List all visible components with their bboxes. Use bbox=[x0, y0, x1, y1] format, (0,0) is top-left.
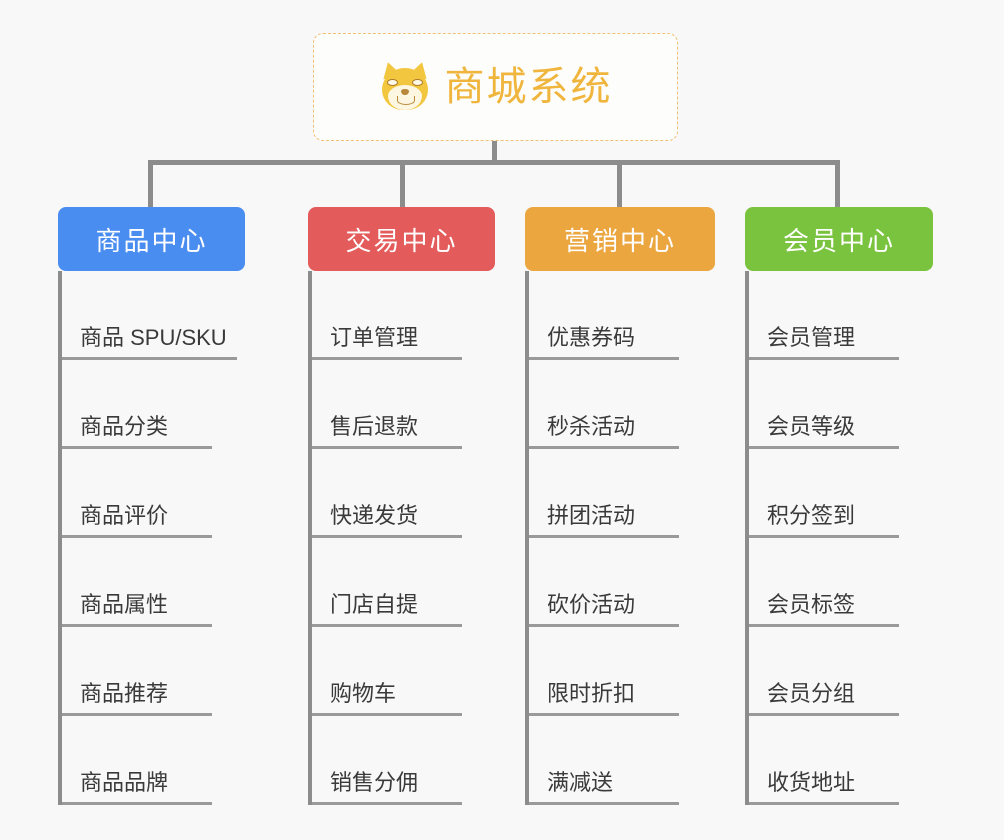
list-item[interactable]: 商品属性 bbox=[62, 538, 288, 627]
leaf-label: 门店自提 bbox=[312, 592, 462, 627]
branch-column-marketing: 营销中心 优惠券码 秒杀活动 拼团活动 砍价活动 限时折扣 满减送 bbox=[525, 207, 755, 805]
leaf-list-marketing: 优惠券码 秒杀活动 拼团活动 砍价活动 限时折扣 满减送 bbox=[525, 271, 755, 805]
leaf-label: 会员分组 bbox=[749, 681, 899, 716]
leaf-label: 秒杀活动 bbox=[529, 414, 679, 449]
list-item[interactable]: 积分签到 bbox=[749, 449, 975, 538]
branch-column-product: 商品中心 商品 SPU/SKU 商品分类 商品评价 商品属性 商品推荐 商品品牌 bbox=[58, 207, 288, 805]
root-node-mall-system[interactable]: 商城系统 bbox=[313, 33, 678, 141]
list-item[interactable]: 商品 SPU/SKU bbox=[62, 271, 288, 360]
leaf-label: 优惠券码 bbox=[529, 325, 679, 360]
list-item[interactable]: 限时折扣 bbox=[529, 627, 755, 716]
list-item[interactable]: 商品分类 bbox=[62, 360, 288, 449]
list-item[interactable]: 满减送 bbox=[529, 716, 755, 805]
leaf-label: 积分签到 bbox=[749, 503, 899, 538]
list-item[interactable]: 销售分佣 bbox=[312, 716, 538, 805]
list-item[interactable]: 商品推荐 bbox=[62, 627, 288, 716]
leaf-label: 商品属性 bbox=[62, 592, 212, 627]
category-header-trade[interactable]: 交易中心 bbox=[308, 207, 495, 271]
leaf-label: 会员标签 bbox=[749, 592, 899, 627]
list-item[interactable]: 购物车 bbox=[312, 627, 538, 716]
list-item[interactable]: 商品评价 bbox=[62, 449, 288, 538]
list-item[interactable]: 订单管理 bbox=[312, 271, 538, 360]
list-item[interactable]: 会员等级 bbox=[749, 360, 975, 449]
shiba-dog-face-icon bbox=[378, 59, 431, 113]
branch-column-member: 会员中心 会员管理 会员等级 积分签到 会员标签 会员分组 收货地址 bbox=[745, 207, 975, 805]
leaf-list-product: 商品 SPU/SKU 商品分类 商品评价 商品属性 商品推荐 商品品牌 bbox=[58, 271, 288, 805]
branch-column-trade: 交易中心 订单管理 售后退款 快递发货 门店自提 购物车 销售分佣 bbox=[308, 207, 538, 805]
list-item[interactable]: 收货地址 bbox=[749, 716, 975, 805]
leaf-list-member: 会员管理 会员等级 积分签到 会员标签 会员分组 收货地址 bbox=[745, 271, 975, 805]
leaf-label: 订单管理 bbox=[312, 325, 462, 360]
leaf-label: 商品评价 bbox=[62, 503, 212, 538]
leaf-label: 砍价活动 bbox=[529, 592, 679, 627]
list-item[interactable]: 售后退款 bbox=[312, 360, 538, 449]
leaf-label: 满减送 bbox=[529, 770, 679, 805]
connector-root-stem bbox=[492, 141, 497, 163]
list-item[interactable]: 商品品牌 bbox=[62, 716, 288, 805]
list-item[interactable]: 会员管理 bbox=[749, 271, 975, 360]
leaf-label: 购物车 bbox=[312, 681, 462, 716]
leaf-label: 收货地址 bbox=[749, 770, 899, 805]
leaf-label: 限时折扣 bbox=[529, 681, 679, 716]
connector-drop-member bbox=[835, 160, 840, 208]
list-item[interactable]: 砍价活动 bbox=[529, 538, 755, 627]
root-title: 商城系统 bbox=[444, 65, 613, 109]
leaf-label: 会员等级 bbox=[749, 414, 899, 449]
leaf-list-trade: 订单管理 售后退款 快递发货 门店自提 购物车 销售分佣 bbox=[308, 271, 538, 805]
list-item[interactable]: 会员标签 bbox=[749, 538, 975, 627]
leaf-label: 商品分类 bbox=[62, 414, 212, 449]
leaf-label: 商品 SPU/SKU bbox=[62, 325, 237, 360]
leaf-label: 销售分佣 bbox=[312, 770, 462, 805]
leaf-label: 会员管理 bbox=[749, 325, 899, 360]
connector-drop-product bbox=[148, 160, 153, 208]
leaf-label: 售后退款 bbox=[312, 414, 462, 449]
list-item[interactable]: 门店自提 bbox=[312, 538, 538, 627]
list-item[interactable]: 快递发货 bbox=[312, 449, 538, 538]
list-item[interactable]: 会员分组 bbox=[749, 627, 975, 716]
leaf-label: 商品推荐 bbox=[62, 681, 212, 716]
list-item[interactable]: 秒杀活动 bbox=[529, 360, 755, 449]
connector-drop-trade bbox=[400, 160, 405, 208]
category-header-product[interactable]: 商品中心 bbox=[58, 207, 245, 271]
list-item[interactable]: 优惠券码 bbox=[529, 271, 755, 360]
leaf-label: 商品品牌 bbox=[62, 770, 212, 805]
connector-drop-marketing bbox=[617, 160, 622, 208]
list-item[interactable]: 拼团活动 bbox=[529, 449, 755, 538]
leaf-label: 拼团活动 bbox=[529, 503, 679, 538]
leaf-label: 快递发货 bbox=[312, 503, 462, 538]
category-header-marketing[interactable]: 营销中心 bbox=[525, 207, 715, 271]
connector-horizontal-bus bbox=[148, 160, 840, 165]
category-header-member[interactable]: 会员中心 bbox=[745, 207, 933, 271]
